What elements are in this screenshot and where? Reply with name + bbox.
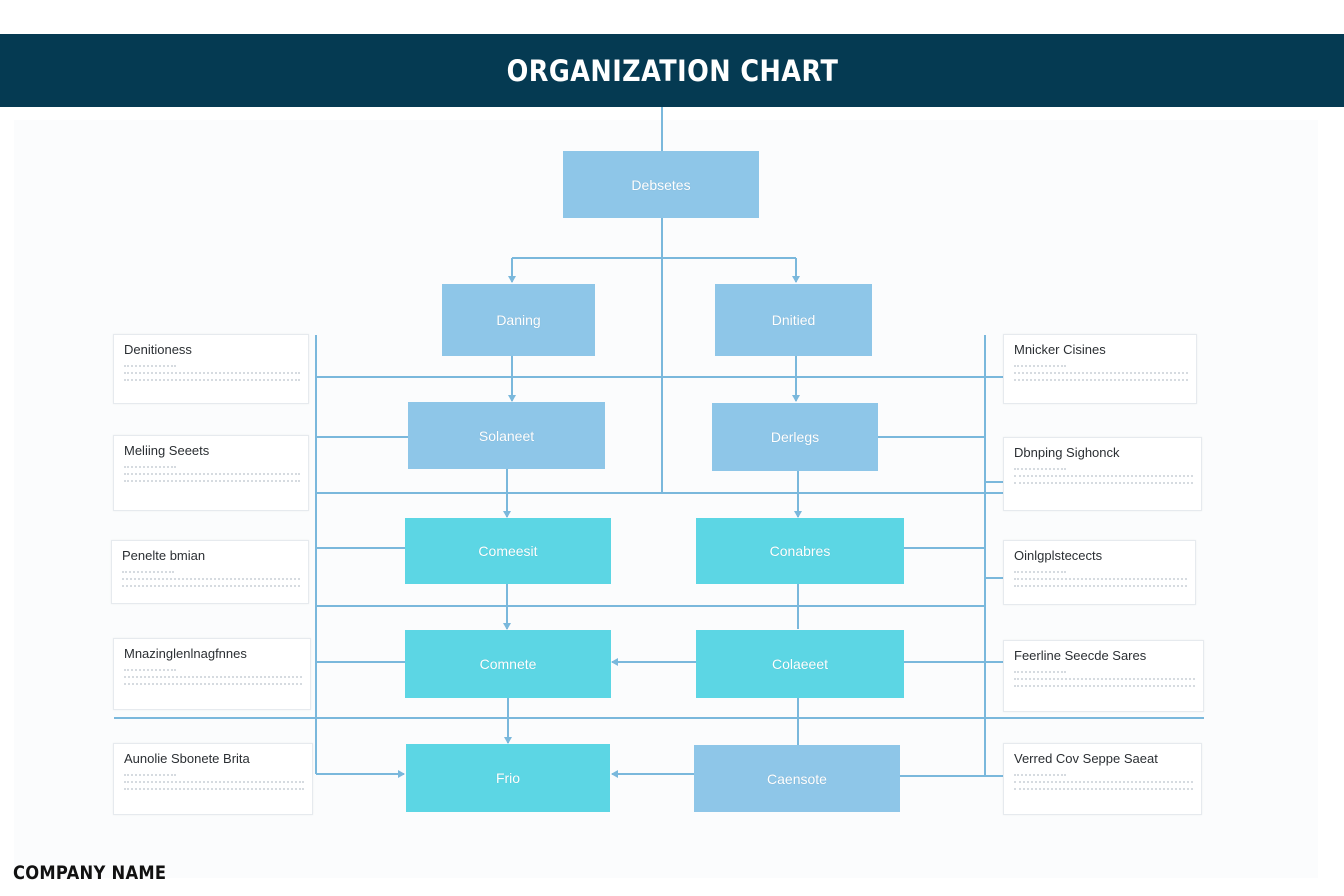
right-card: Dbnping Sighonck <box>1003 437 1202 511</box>
node-label: Solaneet <box>478 427 535 444</box>
card-text-placeholder <box>1014 774 1193 790</box>
node-label: Daning <box>496 312 541 328</box>
card-title: Mnicker Cisines <box>1014 342 1106 357</box>
right-card: Feerline Seecde Sares <box>1003 640 1204 712</box>
card-text-placeholder <box>1014 671 1195 687</box>
left-card: Denitioness <box>113 334 309 404</box>
card-text-placeholder <box>1014 468 1193 484</box>
left-card: Penelte bmian <box>111 540 309 604</box>
node-label: Derlegs <box>770 429 820 445</box>
root-node[interactable]: Debsetes <box>563 151 759 218</box>
level2-right-node[interactable]: Dnitied <box>715 284 872 356</box>
node-label: Caensote <box>767 770 827 787</box>
level4-right-node[interactable]: Conabres <box>696 518 904 584</box>
card-title: Mnazinglenlnagfnnes <box>124 646 247 661</box>
card-title: Meliing Seeets <box>124 443 210 458</box>
card-text-placeholder <box>1014 365 1188 381</box>
node-label: Conabres <box>769 543 831 559</box>
card-text-placeholder <box>124 365 300 381</box>
node-label: Debsetes <box>631 176 691 193</box>
level3-left-node[interactable]: Solaneet <box>408 402 605 469</box>
node-label: Frio <box>495 770 521 786</box>
level4-left-node[interactable]: Comeesit <box>405 518 611 584</box>
card-title: Dbnping Sighonck <box>1014 445 1120 460</box>
page-title: ORGANIZATION CHART <box>506 53 838 88</box>
level5-right-node[interactable]: Colaeeet <box>696 630 904 698</box>
level2-left-node[interactable]: Daning <box>442 284 595 356</box>
card-text-placeholder <box>1014 571 1187 587</box>
left-card: Meliing Seeets <box>113 435 309 511</box>
card-title: Penelte bmian <box>122 548 206 563</box>
node-label: Comnete <box>479 656 537 672</box>
card-text-placeholder <box>122 571 300 587</box>
node-label: Colaeeet <box>771 656 829 672</box>
node-label: Dnitied <box>771 312 816 328</box>
header-bar: ORGANIZATION CHART <box>0 34 1344 107</box>
card-text-placeholder <box>124 669 302 685</box>
right-card: Mnicker Cisines <box>1003 334 1197 404</box>
node-label: Comeesit <box>478 543 538 559</box>
left-card: Mnazinglenlnagfnnes <box>113 638 311 710</box>
company-name: COMPANY NAME <box>13 862 167 884</box>
level5-left-node[interactable]: Comnete <box>405 630 611 698</box>
card-text-placeholder <box>124 774 304 790</box>
card-text-placeholder <box>124 466 300 482</box>
card-title: Oinlgplstecects <box>1014 548 1103 563</box>
level3-right-node[interactable]: Derlegs <box>712 403 878 471</box>
card-title: Denitioness <box>124 342 192 357</box>
card-title: Feerline Seecde Sares <box>1014 648 1147 663</box>
level6-right-node[interactable]: Caensote <box>694 745 900 812</box>
left-card: Aunolie Sbonete Brita <box>113 743 313 815</box>
right-card: Verred Cov Seppe Saeat <box>1003 743 1202 815</box>
card-title: Verred Cov Seppe Saeat <box>1014 751 1158 766</box>
level6-left-node[interactable]: Frio <box>406 744 610 812</box>
right-card: Oinlgplstecects <box>1003 540 1196 605</box>
card-title: Aunolie Sbonete Brita <box>124 751 250 766</box>
